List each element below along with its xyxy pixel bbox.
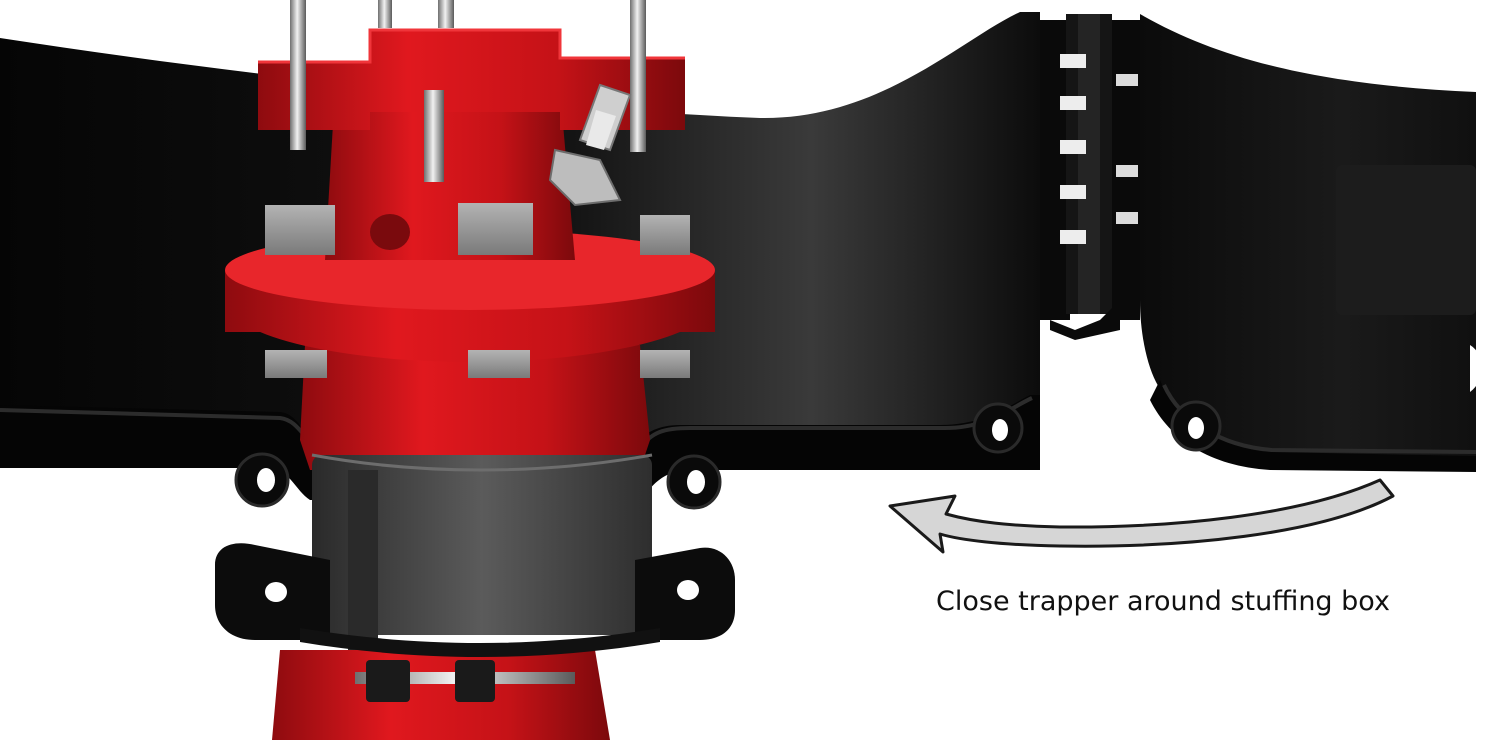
band-clamp-icon <box>215 453 735 702</box>
hex-nut <box>265 203 690 378</box>
mounting-lug <box>666 454 722 510</box>
right-trapper-half <box>1140 14 1482 472</box>
instruction-caption: Close trapper around stuffing box <box>936 586 1390 617</box>
hinge-icon <box>1040 14 1140 340</box>
stud-bolt <box>290 0 646 182</box>
grease-fitting-icon <box>548 83 632 207</box>
curved-arrow-icon <box>888 478 1395 554</box>
mounting-lug <box>234 452 290 508</box>
mounting-lug <box>1170 400 1222 452</box>
mounting-lug <box>972 402 1024 454</box>
hinge-knuckle <box>1060 54 1138 244</box>
